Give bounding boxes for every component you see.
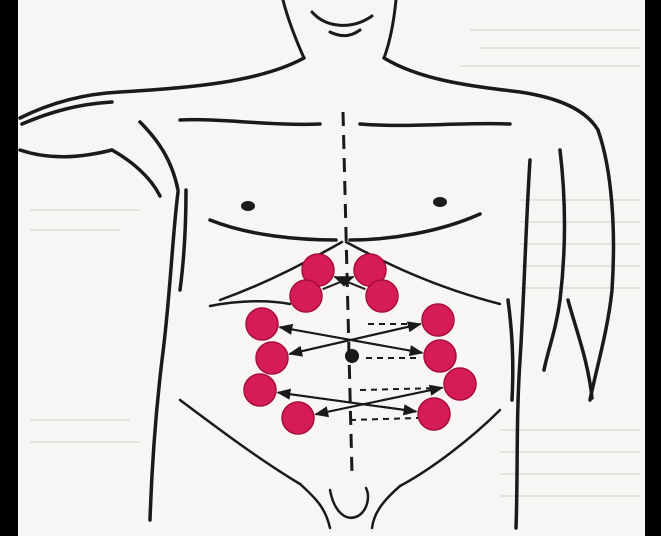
pink-marker-5 <box>246 308 278 340</box>
pink-marker-11 <box>282 402 314 434</box>
pink-marker-6 <box>422 304 454 336</box>
pink-marker-4 <box>366 280 398 312</box>
pink-marker-9 <box>244 374 276 406</box>
pink-marker-7 <box>256 342 288 374</box>
pink-marker-3 <box>290 280 322 312</box>
pink-marker-10 <box>444 368 476 400</box>
pink-marker-8 <box>424 340 456 372</box>
frame-border-right <box>645 0 661 536</box>
umbilicus-dot <box>345 349 359 363</box>
frame-border-left <box>0 0 18 536</box>
pink-marker-12 <box>418 398 450 430</box>
